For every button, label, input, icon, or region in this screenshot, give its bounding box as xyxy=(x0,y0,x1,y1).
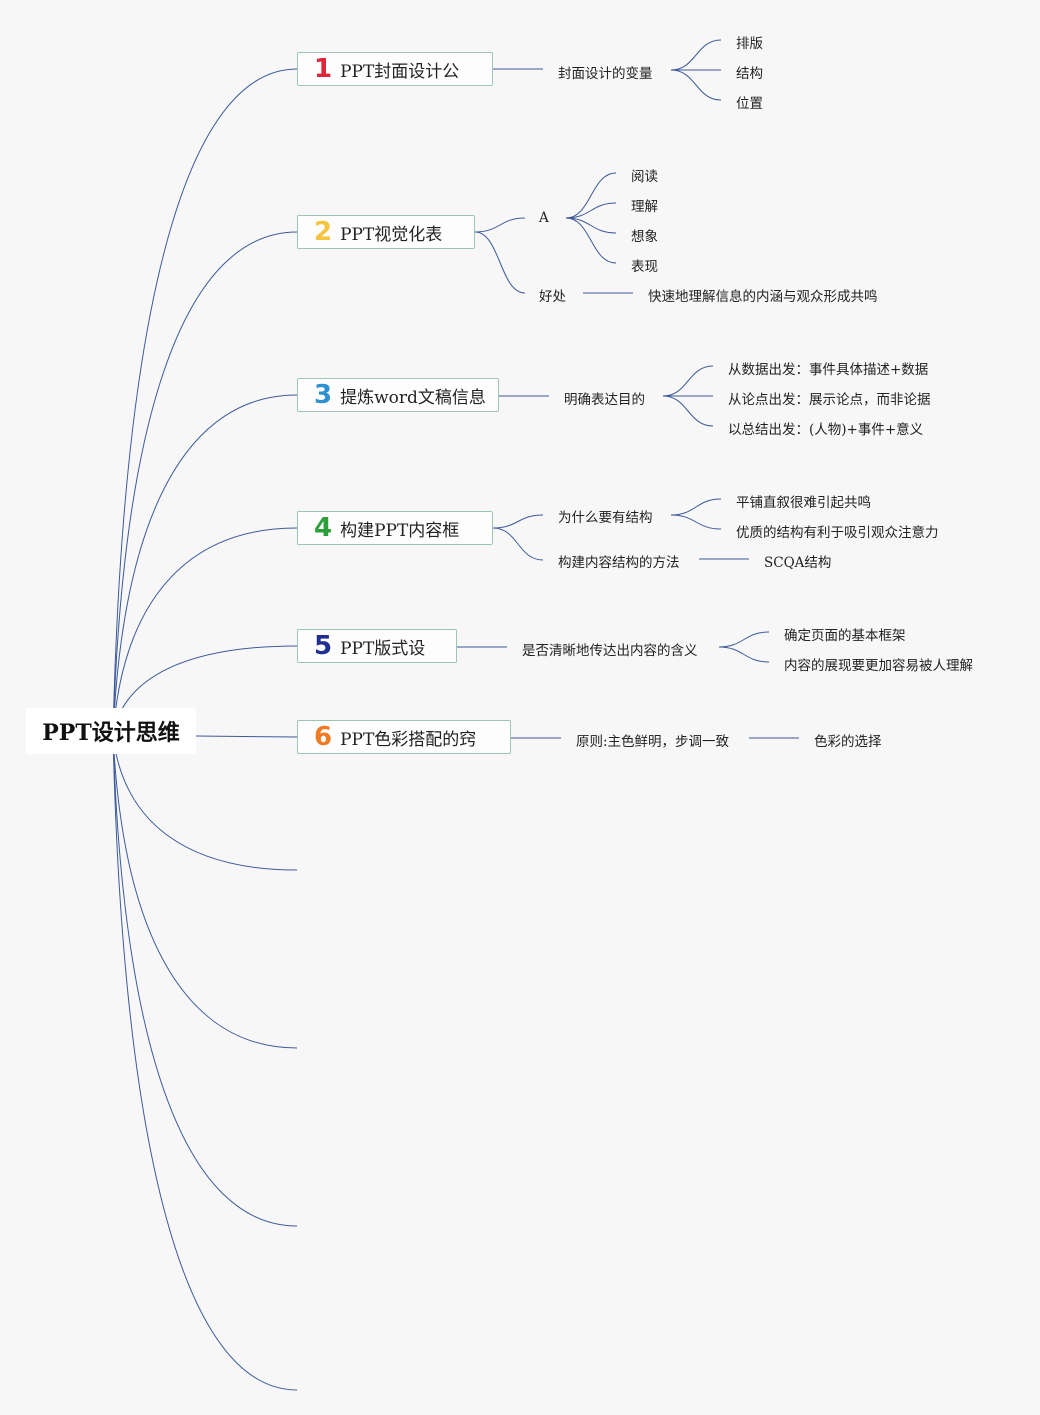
connector-4-1-leaf-1 xyxy=(670,498,722,516)
subtopic-2-2[interactable]: 好处 xyxy=(539,289,566,305)
leaf-2-1-3[interactable]: 想象 xyxy=(631,229,658,245)
connector-4-1 xyxy=(492,514,544,529)
leaf-1-1-3[interactable]: 位置 xyxy=(736,96,763,112)
leaf-4-1-2[interactable]: 优质的结构有利于吸引观众注意力 xyxy=(736,525,939,541)
leaf-5-1-1[interactable]: 确定页面的基本框架 xyxy=(784,628,906,644)
connector-5-1-leaf-2 xyxy=(718,646,770,663)
connector-2-1-leaf-1 xyxy=(565,172,617,219)
subtopic-6-1[interactable]: 原则:主色鲜明，步调一致 xyxy=(576,734,730,750)
root-topic-label: PPT设计思维 xyxy=(42,720,180,746)
leaf-3-1-1[interactable]: 从数据出发：事件具体描述+数据 xyxy=(728,362,929,378)
root-connector-2 xyxy=(112,231,298,736)
topic-3[interactable]: 3 提炼word文稿信息 xyxy=(297,378,499,412)
root-connector-1 xyxy=(112,68,298,736)
leaf-2-1-1[interactable]: 阅读 xyxy=(631,169,658,185)
subtopic-1-1[interactable]: 封面设计的变量 xyxy=(558,66,653,82)
root-connector-9 xyxy=(112,734,298,1391)
subtopic-3-1[interactable]: 明确表达目的 xyxy=(564,392,645,408)
leaf-2-2-1[interactable]: 快速地理解信息的内涵与观众形成共鸣 xyxy=(648,289,878,305)
connector-2-1-leaf-4 xyxy=(565,217,617,264)
root-connector-6 xyxy=(112,734,298,871)
number-3-icon: 3 xyxy=(314,380,333,410)
connector-4-1-leaf-2 xyxy=(670,514,722,530)
connector-3-1-leaf-1 xyxy=(662,365,714,397)
root-connector-4 xyxy=(112,527,298,736)
topic-3-label: 提炼word文稿信息 xyxy=(340,387,486,408)
subtopic-4-1[interactable]: 为什么要有结构 xyxy=(558,510,653,526)
root-topic[interactable]: PPT设计思维 xyxy=(26,708,196,754)
topic-5[interactable]: 5 PPT版式设 xyxy=(297,629,457,663)
connector-4-2 xyxy=(492,527,544,561)
topic-1[interactable]: 1 PPT封面设计公 xyxy=(297,52,493,86)
leaf-6-1-1[interactable]: 色彩的选择 xyxy=(814,734,882,750)
subtopic-5-1[interactable]: 是否清晰地传达出内容的含义 xyxy=(522,643,698,659)
leaf-3-1-2[interactable]: 从论点出发：展示论点，而非论据 xyxy=(728,392,931,408)
connector-2-1-leaf-2 xyxy=(565,202,617,219)
leaf-1-1-1[interactable]: 排版 xyxy=(736,36,763,52)
subtopic-2-1[interactable]: A xyxy=(539,210,549,226)
leaf-2-1-4[interactable]: 表现 xyxy=(631,259,658,275)
number-4-icon: 4 xyxy=(314,513,333,543)
root-connector-7 xyxy=(112,734,298,1049)
number-5-icon: 5 xyxy=(314,631,333,661)
number-2-icon: 2 xyxy=(314,217,333,247)
root-connector-3 xyxy=(112,394,298,736)
leaf-2-1-2[interactable]: 理解 xyxy=(631,199,658,215)
subtopic-4-2[interactable]: 构建内容结构的方法 xyxy=(558,555,680,571)
topic-4-label: 构建PPT内容框 xyxy=(340,520,460,541)
topic-2-label: PPT视觉化表 xyxy=(340,224,443,245)
connector-2-2 xyxy=(474,231,526,294)
connector-5-1-leaf-1 xyxy=(718,631,770,648)
connector-1-1-leaf-1 xyxy=(670,39,722,71)
topic-5-label: PPT版式设 xyxy=(340,638,426,659)
connector-1-1-leaf-3 xyxy=(670,69,722,101)
leaf-5-1-2[interactable]: 内容的展现要更加容易被人理解 xyxy=(784,658,973,674)
number-6-icon: 6 xyxy=(314,722,333,752)
root-connector-8 xyxy=(112,734,298,1227)
root-connector-topic-6 xyxy=(195,735,298,738)
connector-2-1-leaf-3 xyxy=(565,217,617,234)
leaf-4-2-1[interactable]: SCQA结构 xyxy=(764,555,832,571)
leaf-1-1-2[interactable]: 结构 xyxy=(736,66,763,82)
topic-4[interactable]: 4 构建PPT内容框 xyxy=(297,511,493,545)
number-1-icon: 1 xyxy=(314,54,333,84)
topic-2[interactable]: 2 PPT视觉化表 xyxy=(297,215,475,249)
leaf-3-1-3[interactable]: 以总结出发：(人物)+事件+意义 xyxy=(728,422,924,438)
connector-3-1-leaf-3 xyxy=(662,395,714,427)
topic-6[interactable]: 6 PPT色彩搭配的窍 xyxy=(297,720,511,754)
topic-1-label: PPT封面设计公 xyxy=(340,61,460,82)
connector-2-1 xyxy=(474,217,526,233)
leaf-4-1-1[interactable]: 平铺直叙很难引起共鸣 xyxy=(736,495,871,511)
topic-6-label: PPT色彩搭配的窍 xyxy=(340,729,477,750)
